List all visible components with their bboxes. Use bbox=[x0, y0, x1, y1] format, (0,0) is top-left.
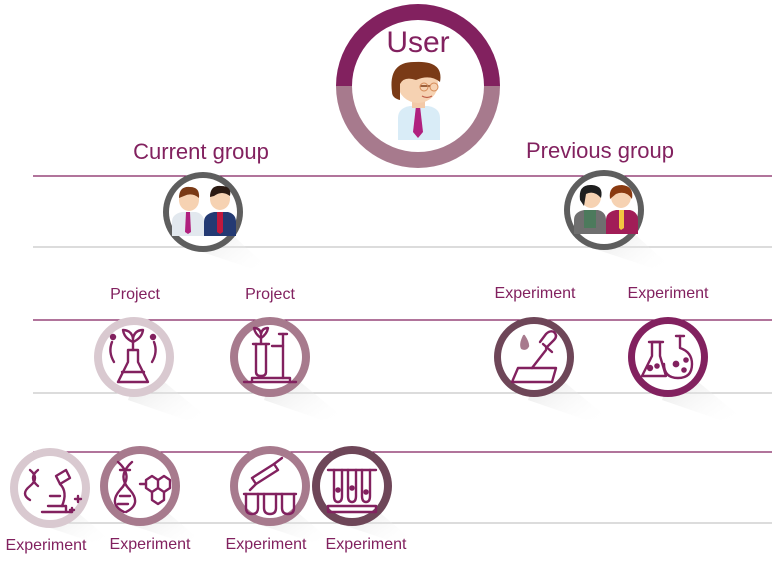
bottom-experiment-label-1: Experiment bbox=[5, 537, 87, 554]
dna-molecule-icon bbox=[113, 460, 172, 514]
current-group-node[interactable] bbox=[163, 172, 268, 268]
project-label-1: Project bbox=[110, 286, 160, 303]
previous-experiment-label-1: Experiment bbox=[494, 285, 576, 302]
dropper-icon bbox=[510, 330, 558, 384]
previous-group-node[interactable] bbox=[564, 170, 670, 268]
pipette-tubes-icon bbox=[242, 456, 298, 516]
microscope-dna-icon bbox=[23, 468, 83, 514]
test-tube-rack-icon bbox=[326, 468, 378, 514]
user-title: User bbox=[386, 26, 450, 59]
bottom-experiment-node-4[interactable] bbox=[312, 446, 412, 542]
project-node-1[interactable] bbox=[94, 317, 208, 420]
current-group-label: Current group bbox=[133, 139, 269, 164]
bottom-experiment-node-1[interactable] bbox=[10, 448, 110, 542]
bottom-experiment-node-2[interactable] bbox=[100, 446, 200, 542]
bottom-experiment-node-3[interactable] bbox=[230, 446, 330, 542]
previous-group-label: Previous group bbox=[526, 138, 674, 163]
project-label-2: Project bbox=[245, 286, 295, 303]
two-people-icon bbox=[172, 185, 236, 236]
project-node-2[interactable] bbox=[230, 317, 344, 420]
user-node[interactable] bbox=[336, 4, 500, 168]
plant-flask-icon bbox=[109, 328, 157, 384]
bottom-experiment-label-4: Experiment bbox=[325, 536, 407, 553]
previous-experiment-node-1[interactable] bbox=[494, 317, 608, 420]
previous-experiment-label-2: Experiment bbox=[627, 285, 709, 302]
previous-experiment-node-2[interactable] bbox=[628, 317, 742, 420]
bottom-experiment-label-3: Experiment bbox=[225, 536, 307, 553]
flasks-icon bbox=[640, 334, 694, 380]
bottom-experiment-label-2: Experiment bbox=[109, 536, 191, 553]
two-people-icon bbox=[574, 184, 638, 234]
test-tube-stand-icon bbox=[242, 326, 298, 384]
user-avatar-icon bbox=[391, 61, 441, 140]
